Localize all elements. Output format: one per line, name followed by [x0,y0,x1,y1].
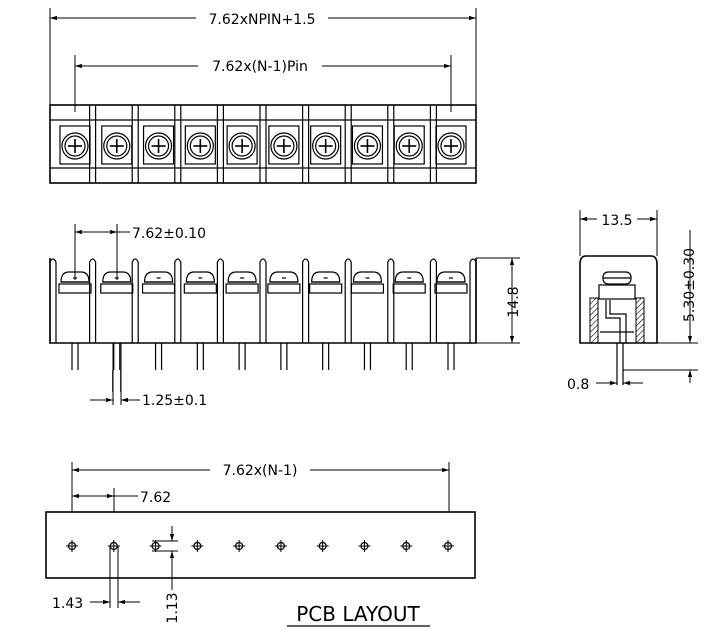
pcb-holes [66,540,454,552]
top-screw-outer [270,132,298,160]
side-screw-head [436,271,466,283]
top-terminal-pocket [59,125,91,165]
side-clamp [141,283,176,294]
top-screw-inner [398,135,420,157]
top-screw-outer [437,132,465,160]
top-terminal-pocket [310,125,342,165]
top-body-outline [49,104,477,184]
side-barrier [49,258,57,343]
end-hatch-right [635,297,645,344]
top-terminal-pocket [184,125,216,165]
top-screw-outer [61,132,89,160]
end-view: 13.5 5.30±0.30 0.8 [567,210,698,393]
side-terminal-cells [49,258,477,392]
top-terminal-cells [59,105,467,183]
top-view: 7.62xNPIN+1.5 7.62x(N-1)Pin [49,8,477,184]
side-clamp [309,283,343,294]
top-overall-label: 7.62xNPIN+1.5 [209,12,316,28]
side-screw-head [102,271,132,283]
top-screw-outer [103,132,131,160]
side-barrier [131,258,139,343]
side-screw-head [269,271,299,283]
top-screw-inner [106,135,128,157]
top-terminal-pocket [226,125,258,165]
top-screw-inner [64,135,86,157]
top-screw-inner [315,135,337,157]
top-screw-outer [144,132,173,160]
end-vertical-label: 5.30±0.30 [682,248,698,322]
pcb-outline [45,511,476,579]
top-screw-inner [189,135,211,157]
side-clamp [350,283,385,294]
side-barrier [259,258,267,343]
side-barrier [89,258,97,343]
side-clamp [183,283,217,294]
top-screw-inner [147,135,170,157]
side-screw-head [394,271,424,283]
end-hatch-left [589,297,599,344]
side-clamp [434,283,468,294]
side-screw-head [143,271,174,283]
side-barrier [302,258,310,343]
top-screw-inner [273,135,295,157]
side-screw-head [60,271,90,283]
pcb-layout-caption: PCB LAYOUT [296,602,420,626]
top-terminal-pocket [393,125,425,165]
side-screw-head [185,271,215,283]
side-body-outline [49,258,477,344]
side-barrier [429,258,437,343]
side-pin-width-label: 1.25±0.1 [142,393,207,409]
side-screw-head [227,271,257,283]
top-screw-outer [186,132,214,160]
pcb-view: 7.62x(N-1) 7.62 1.43 1.13 PCB LAYOUT [45,460,476,627]
side-barrier [344,258,352,343]
side-clamp [267,283,301,294]
side-barrier [469,258,477,343]
top-terminal-pocket [101,125,133,165]
side-barrier [174,258,182,343]
side-clamp [392,283,426,294]
top-terminal-pocket [435,125,467,165]
top-screw-outer [353,132,382,160]
top-terminal-pocket [351,125,384,165]
side-screw-head [352,271,383,283]
top-screw-inner [231,135,253,157]
side-barrier [216,258,224,343]
pcb-hole-dia-label: 1.43 [52,596,83,612]
end-width-label: 13.5 [601,213,632,229]
pcb-pitch-label: 7.62 [140,490,171,506]
top-screw-outer [228,132,256,160]
side-barrier [387,258,395,343]
side-clamp [225,283,259,294]
side-pitch-label: 7.62±0.10 [132,226,206,242]
top-span-label: 7.62x(N-1)Pin [212,59,308,75]
top-screw-outer [312,132,340,160]
pcb-span-label: 7.62x(N-1) [223,463,298,479]
pcb-offset-label: 1.13 [165,592,181,623]
top-screw-outer [395,132,423,160]
top-terminal-pocket [268,125,300,165]
side-height-label: 14.8 [506,286,522,317]
top-screw-inner [440,135,462,157]
end-offset-label: 0.8 [567,377,589,393]
top-terminal-pocket [142,125,175,165]
top-screw-inner [356,135,379,157]
side-view: 7.62±0.10 14.8 1.25±0.1 [49,224,522,409]
side-clamp [100,283,134,294]
side-clamp [58,283,92,294]
side-screw-head [311,271,341,283]
